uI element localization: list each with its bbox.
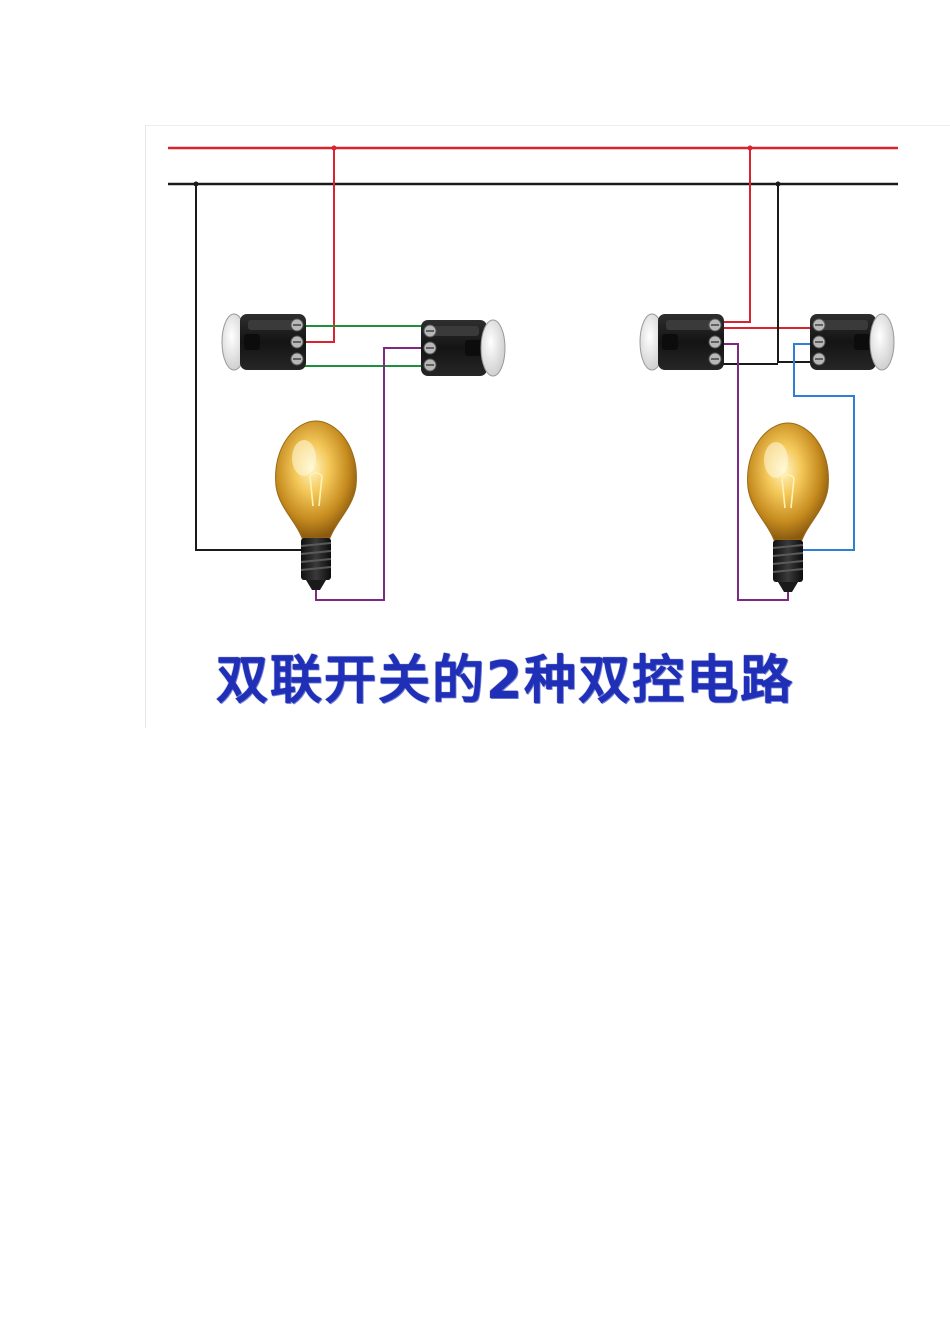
- left-switch-a-icon: [221, 313, 307, 371]
- right-live-to-switch: [716, 148, 751, 323]
- right-neutral-to-switch: [777, 184, 818, 363]
- right-switch-a-icon: [639, 313, 725, 371]
- right-light-bulb-icon: [746, 422, 830, 593]
- left-neutral-to-bulb: [195, 184, 311, 551]
- left-live-to-switch: [298, 148, 335, 343]
- wiring-diagram: [168, 145, 898, 601]
- right-switch-b-to-bulb: [793, 343, 855, 551]
- right-switch-b-icon: [809, 313, 895, 371]
- double-control-circuit-diagram: 双联开关的2种双控电路: [145, 125, 950, 728]
- left-switch-b-icon: [420, 319, 506, 377]
- diagram-caption: 双联开关的2种双控电路: [216, 651, 795, 711]
- left-light-bulb-icon: [274, 420, 358, 591]
- left-switch-to-bulb: [315, 347, 431, 601]
